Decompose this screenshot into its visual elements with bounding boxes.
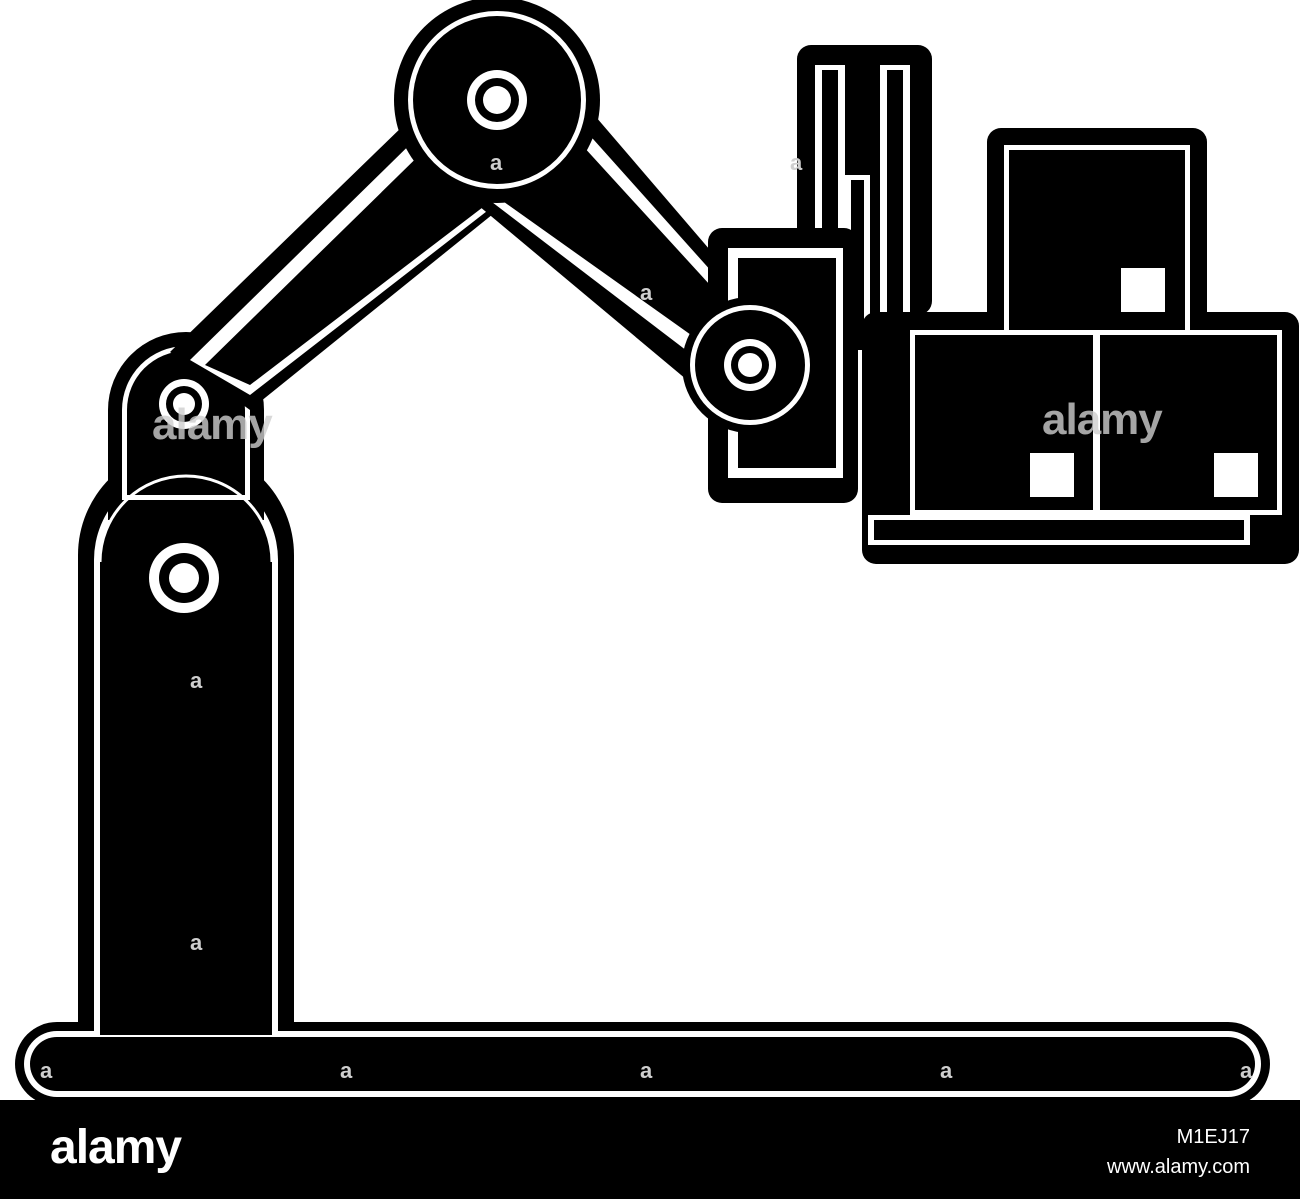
watermark-letter: a [190, 930, 203, 955]
watermark-letter: a [640, 280, 653, 305]
watermark-text: alamy [152, 400, 273, 449]
watermark-letter: a [1240, 1058, 1253, 1083]
joint-wrist [682, 297, 818, 433]
box-stack [868, 128, 1282, 545]
watermark-letter: a [640, 1058, 653, 1083]
robotic-arm-illustration [15, 0, 1299, 1100]
image-id: M1EJ17 [1176, 1126, 1250, 1148]
watermark-letter: a [340, 1058, 353, 1083]
joint-base [149, 543, 219, 613]
box-label-right [1214, 453, 1258, 497]
brand-logo: alamy [50, 1121, 182, 1174]
arm-column [78, 447, 294, 1035]
joint-top [394, 0, 600, 203]
watermark-letter: a [790, 150, 803, 175]
watermark-text: alamy [1042, 395, 1163, 444]
base-rail [15, 1022, 1270, 1100]
box-label-top [1121, 268, 1165, 312]
footer-bar: alamy M1EJ17 www.alamy.com [0, 1100, 1300, 1199]
joint-shoulder [159, 379, 209, 429]
watermark-letter: a [940, 1058, 953, 1083]
watermark-letter: a [40, 1058, 53, 1083]
box-label-left [1030, 453, 1074, 497]
watermark-letter: a [490, 150, 503, 175]
watermark-letter: a [190, 668, 203, 693]
site-url: www.alamy.com [1107, 1156, 1250, 1178]
